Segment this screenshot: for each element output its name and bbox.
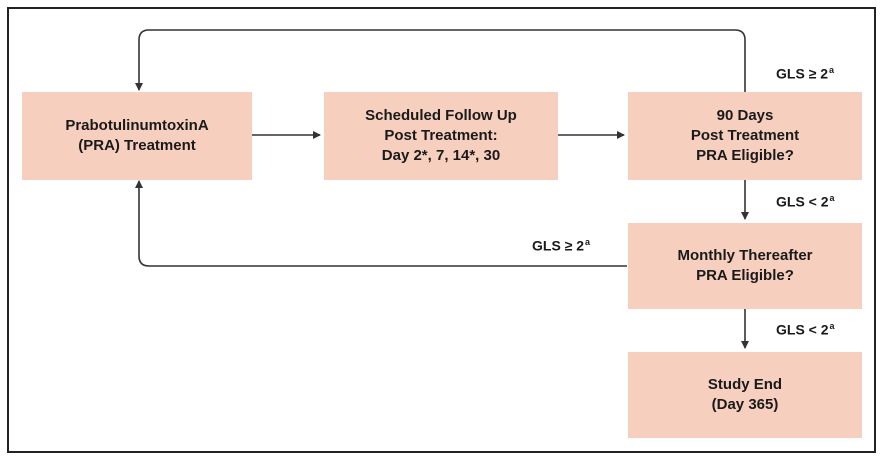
- arrow-monthly-loop-to-treatment: [135, 180, 627, 267]
- ninety-line3: PRA Eligible?: [696, 147, 794, 164]
- followup-line3: Day 2*, 7, 14*, 30: [381, 147, 501, 164]
- treatment-line1: PrabotulinumtoxinA: [65, 117, 209, 134]
- monthly-line1: Monthly Thereafter: [677, 247, 813, 264]
- gls-ge-label-top: GLS ≥ 2a: [776, 65, 835, 82]
- followup-line2: Post Treatment:: [384, 127, 498, 144]
- arrow-ninety-loop-to-treatment: [135, 29, 746, 92]
- gls-ge-label-mid: GLS ≥ 2a: [532, 237, 591, 254]
- followup-line1: Scheduled Follow Up: [365, 107, 517, 124]
- monthly-line2: PRA Eligible?: [696, 267, 794, 284]
- gls-lt-label-mid: GLS < 2a: [776, 193, 835, 210]
- gls-lt-label-bottom: GLS < 2a: [776, 321, 835, 338]
- treatment-line2: (PRA) Treatment: [78, 137, 196, 154]
- end-line1: Study End: [707, 376, 783, 393]
- study-end-box: Study End (Day 365): [628, 352, 862, 438]
- treatment-box: PrabotulinumtoxinA (PRA) Treatment: [22, 92, 252, 180]
- ninety-days-box: 90 Days Post Treatment PRA Eligible?: [628, 92, 862, 180]
- end-line2: (Day 365): [711, 396, 779, 413]
- ninety-line1: 90 Days: [716, 107, 774, 124]
- monthly-box: Monthly Thereafter PRA Eligible?: [628, 223, 862, 309]
- followup-box: Scheduled Follow Up Post Treatment: Day …: [324, 92, 558, 180]
- ninety-line2: Post Treatment: [690, 127, 800, 144]
